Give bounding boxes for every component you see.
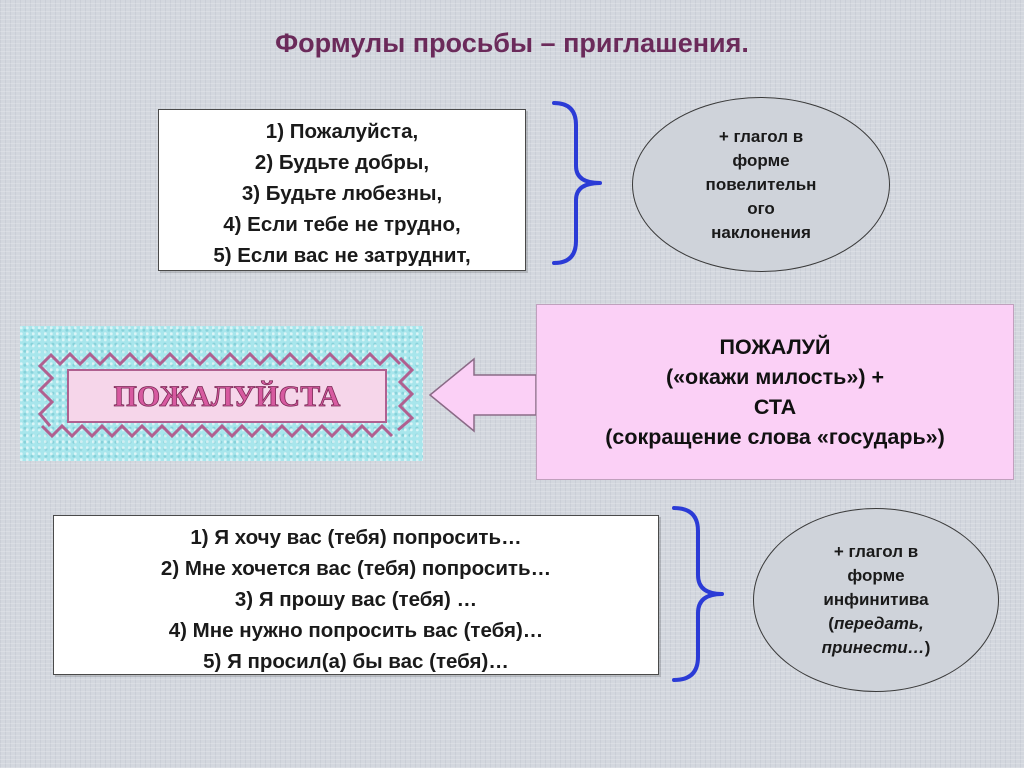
page-title: Формулы просьбы – приглашения.	[275, 28, 749, 58]
etymology-line: ПОЖАЛУЙ	[719, 335, 831, 359]
banner-zigzag-top	[48, 351, 402, 367]
ellipse-line: форме	[847, 566, 905, 585]
formula-line: 1) Пожалуйста,	[265, 120, 419, 143]
ellipse-line: форме	[732, 150, 790, 170]
ellipse-line: + глагол в	[833, 542, 919, 561]
banner-zigzag-right	[397, 356, 415, 432]
etymology-line: СТА	[753, 395, 797, 419]
imperative-mood-ellipse: + глагол в форме повелительн ого наклоне…	[632, 97, 890, 272]
ellipse-line: повелительн	[705, 174, 817, 194]
etymology-box: ПОЖАЛУЙ («окажи милость») + СТА (сокраще…	[536, 304, 1014, 480]
etymology-line: (сокращение слова «государь»)	[605, 425, 945, 449]
phrase-line: 3) Я прошу вас (тебя) …	[234, 588, 478, 611]
phrase-line: 5) Я просил(а) бы вас (тебя)…	[203, 650, 509, 673]
formula-line: 3) Будьте любезны,	[241, 182, 443, 205]
etymology-line: («окажи милость») +	[665, 365, 885, 389]
formula-line: 5) Если вас не затруднит,	[213, 244, 471, 267]
ellipse-line: ого	[747, 198, 775, 218]
banner-text: ПОЖАЛУЙСТА	[114, 380, 341, 413]
pozhaluysta-banner: ПОЖАЛУЙСТА	[20, 326, 423, 461]
ellipse-line: принести…)	[822, 636, 931, 660]
paren-close: )	[924, 638, 931, 657]
phrase-line: 4) Мне нужно попросить вас (тебя)…	[168, 619, 544, 642]
curly-brace-icon	[552, 101, 602, 265]
request-phrases-box: 1) Я хочу вас (тебя) попросить… 2) Мне х…	[53, 515, 659, 675]
request-formulas-box: 1) Пожалуйста, 2) Будьте добры, 3) Будьт…	[158, 109, 526, 271]
ellipse-line: наклонения	[711, 222, 811, 242]
ellipse-line: + глагол в	[718, 126, 804, 146]
phrase-line: 2) Мне хочется вас (тебя) попросить…	[160, 557, 552, 580]
banner-zigzag-left	[37, 354, 55, 427]
curly-brace-icon	[672, 506, 724, 682]
infinitive-ellipse: + глагол в форме инфинитива (передать, п…	[753, 508, 999, 692]
banner-zigzag-bottom	[40, 423, 394, 439]
paren-open: (	[828, 614, 834, 633]
arrow-left-icon	[428, 357, 537, 433]
phrase-line: 1) Я хочу вас (тебя) попросить…	[190, 526, 522, 549]
formula-line: 4) Если тебе не трудно,	[223, 213, 461, 236]
example-verb: принести…	[821, 638, 925, 657]
example-verb: передать,	[833, 614, 924, 633]
formula-line: 2) Будьте добры,	[254, 151, 430, 174]
ellipse-line: инфинитива	[823, 590, 929, 609]
ellipse-line: (передать,	[828, 612, 923, 636]
